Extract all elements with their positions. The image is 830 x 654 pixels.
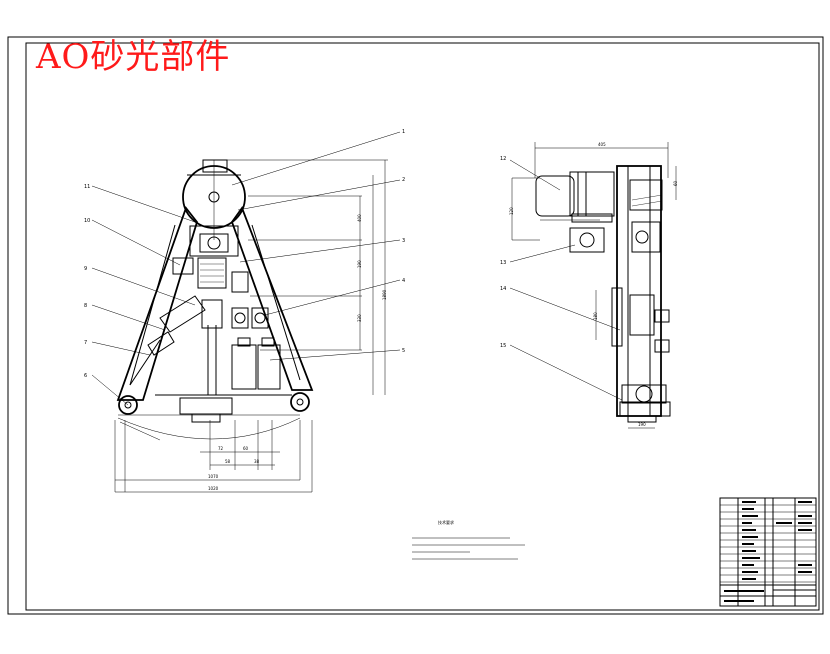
svg-text:330: 330	[357, 314, 362, 322]
technical-notes: 技术要求	[412, 519, 525, 560]
tech-notes-heading: 技术要求	[438, 519, 454, 525]
callout-15: 15	[500, 343, 506, 349]
sheet-outer-border	[7, 36, 824, 615]
callout-1: 1	[402, 129, 405, 135]
svg-text:120: 120	[509, 207, 514, 215]
callout-7: 7	[84, 340, 87, 346]
drawing-title: AO砂光部件	[36, 37, 231, 77]
svg-text:1890: 1890	[382, 289, 387, 300]
callout-14: 14	[500, 286, 506, 292]
svg-text:1070: 1070	[208, 474, 219, 479]
callout-13: 13	[500, 260, 506, 266]
svg-text:190: 190	[357, 260, 362, 268]
svg-text:400: 400	[357, 214, 362, 222]
svg-text:38: 38	[254, 459, 260, 464]
svg-text:1020: 1020	[208, 486, 219, 491]
callout-10: 10	[84, 218, 90, 224]
callout-11: 11	[84, 184, 90, 190]
svg-text:72: 72	[218, 446, 224, 451]
callout-4: 4	[402, 278, 405, 284]
callout-6: 6	[84, 373, 87, 379]
sheet-inner-border	[25, 42, 820, 611]
svg-text:405: 405	[598, 142, 606, 147]
svg-text:58: 58	[225, 459, 231, 464]
svg-text:190: 190	[638, 422, 646, 427]
callout-9: 9	[84, 266, 87, 272]
callout-2: 2	[402, 177, 405, 183]
callout-3: 3	[402, 238, 405, 244]
callout-5: 5	[402, 348, 405, 354]
side-view: 405 120 180 1	[500, 142, 678, 429]
svg-text:60: 60	[673, 180, 678, 186]
svg-text:60: 60	[243, 446, 249, 451]
callout-8: 8	[84, 303, 87, 309]
front-view: 400 190 330 1890	[84, 129, 405, 493]
title-block	[719, 497, 817, 607]
callout-12: 12	[500, 156, 506, 162]
svg-text:180: 180	[593, 312, 598, 320]
